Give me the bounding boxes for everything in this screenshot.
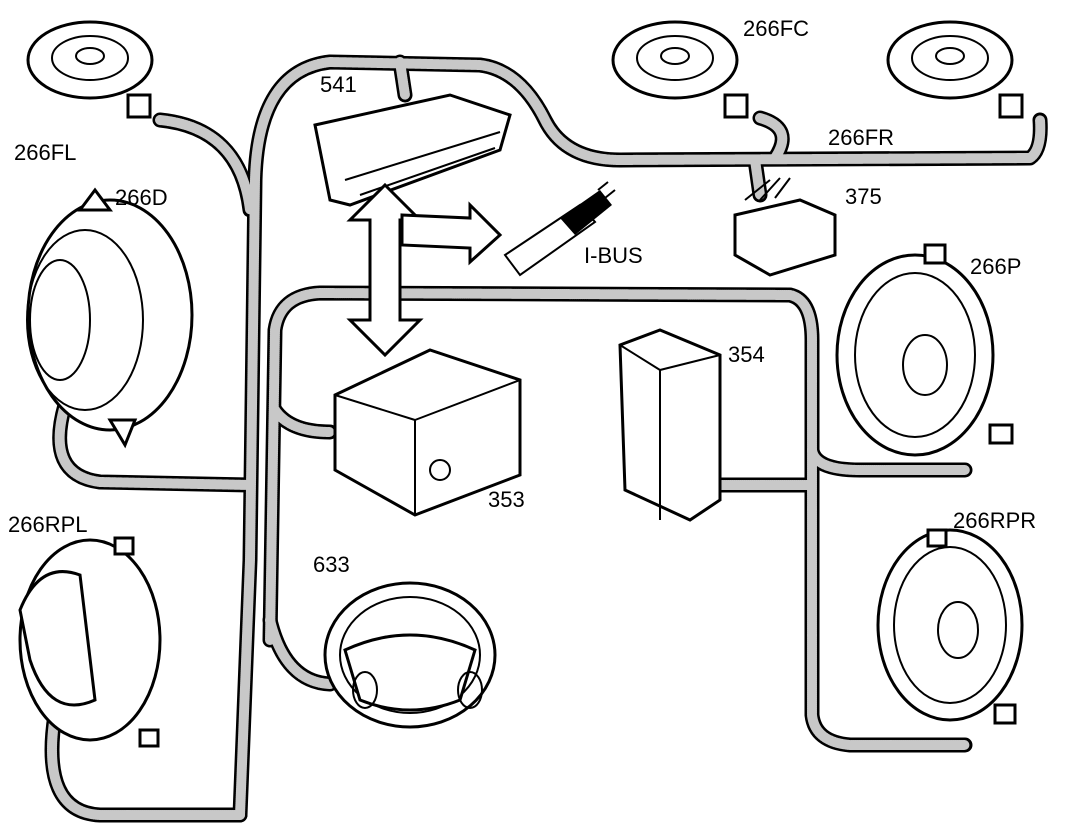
speaker-266FR-icon	[886, 20, 1024, 119]
wire-segment	[807, 445, 970, 475]
wire-segment	[395, 57, 410, 100]
label-266RPR: 266RPR	[953, 508, 1036, 533]
wire-segment	[265, 615, 335, 689]
wire-segment	[155, 115, 255, 215]
wire-segment	[235, 57, 1046, 820]
label-266P: 266P	[970, 254, 1021, 279]
display-unit-541-icon	[313, 93, 512, 207]
speaker-266D-icon	[26, 187, 194, 449]
amplifier-354-icon	[618, 328, 722, 522]
wire-segment	[54, 400, 255, 490]
speaker-266FL-icon	[26, 20, 154, 119]
wire-segment	[265, 288, 970, 750]
label-375: 375	[845, 184, 882, 209]
speaker-266RPL-icon	[18, 536, 162, 748]
label-266D: 266D	[115, 185, 168, 210]
label-354: 354	[728, 342, 765, 367]
wire-segment	[270, 405, 335, 437]
steering-wheel-633-icon	[323, 581, 497, 729]
label-266RPL: 266RPL	[8, 512, 88, 537]
label-353: 353	[488, 487, 525, 512]
wire-segment	[755, 113, 788, 163]
label-266FR: 266FR	[828, 125, 894, 150]
speaker-266P-icon	[835, 243, 1014, 457]
radio-unit-353-icon	[333, 348, 522, 517]
label-266FL: 266FL	[14, 140, 76, 165]
wiring-harness	[44, 54, 1048, 823]
label-633: 633	[313, 552, 350, 577]
bus-arrow-icon	[400, 201, 503, 266]
label-541: 541	[320, 72, 357, 97]
label-266FC: 266FC	[743, 16, 809, 41]
wire-segment	[47, 710, 245, 820]
connector-375-icon	[733, 177, 837, 277]
label-ibus: I-BUS	[584, 243, 643, 268]
speaker-266FC-icon	[611, 20, 749, 119]
ibus-cable-icon	[503, 181, 616, 277]
double-arrow-icon	[346, 182, 424, 358]
speaker-266RPR-icon	[876, 528, 1024, 725]
